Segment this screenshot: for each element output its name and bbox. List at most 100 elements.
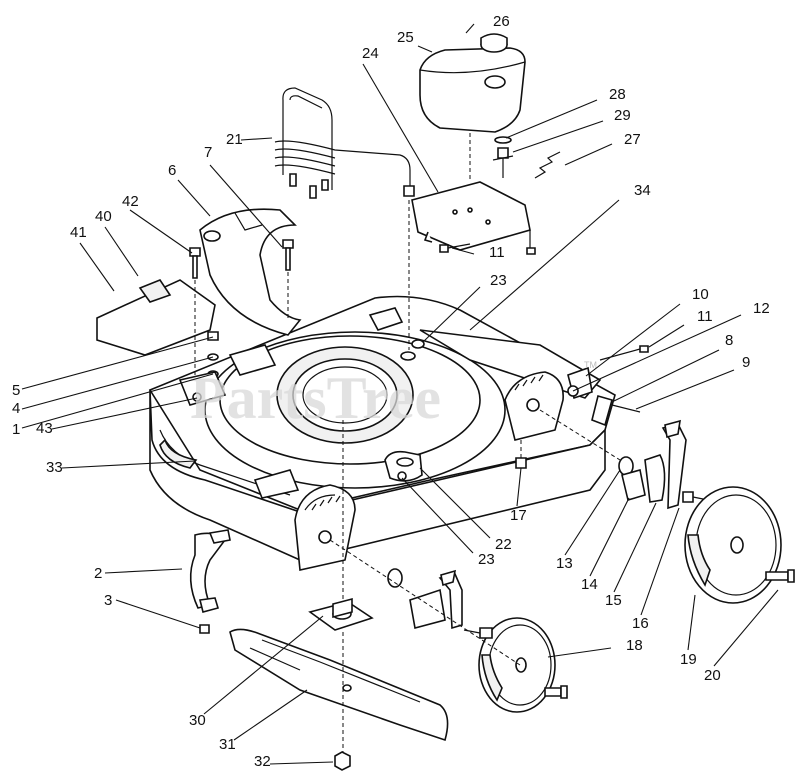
callout-label-14: 14 xyxy=(581,576,598,593)
leader-line-label-15 xyxy=(613,502,657,593)
callout-label-31: 31 xyxy=(219,736,236,753)
blade-31 xyxy=(229,628,449,752)
leader-line-label-2 xyxy=(104,568,183,574)
callout-label-18: 18 xyxy=(626,637,643,654)
callout-label-9: 9 xyxy=(742,354,750,371)
callout-label-2: 2 xyxy=(94,565,102,582)
callout-label-11: 11 xyxy=(489,244,505,261)
callout-label-27: 27 xyxy=(624,131,641,148)
leader-line-label-9 xyxy=(635,369,735,410)
leader-line-label-6 xyxy=(177,179,211,217)
callout-label-21: 21 xyxy=(226,131,243,148)
callout-label-26: 26 xyxy=(493,13,510,30)
bolt-11 xyxy=(439,243,471,253)
callout-label-30: 30 xyxy=(189,712,206,729)
leader-line-label-28 xyxy=(505,99,598,139)
leader-line-label-16 xyxy=(640,507,680,616)
leader-line-label-11b xyxy=(648,324,685,348)
leader-line-label-27 xyxy=(564,143,613,166)
mower-deck xyxy=(148,295,616,571)
callout-label-8: 8 xyxy=(725,332,733,349)
callout-label-19: 19 xyxy=(680,651,697,668)
callout-label-12: 12 xyxy=(753,300,770,317)
leader-line-label-5 xyxy=(21,336,214,390)
fuel-valve-28-29 xyxy=(492,136,514,178)
leader-line-label-7 xyxy=(209,164,283,248)
callout-label-10: 10 xyxy=(692,286,709,303)
leader-line-label-25 xyxy=(417,45,433,53)
leader-line-label-13 xyxy=(564,469,621,556)
spindle-part-22 xyxy=(384,450,423,482)
front-wheel-18 xyxy=(478,617,568,713)
callout-label-15: 15 xyxy=(605,592,622,609)
leader-line-label-24 xyxy=(362,63,439,193)
plate-41 xyxy=(96,279,216,356)
callout-label-42: 42 xyxy=(122,193,139,210)
callout-label-7: 7 xyxy=(204,144,212,161)
fuel-tank-25 xyxy=(419,33,526,133)
blade-adapter-30 xyxy=(308,420,374,631)
leader-line-label-10 xyxy=(585,303,681,377)
leader-line-label-26 xyxy=(465,23,475,34)
leader-line-label-19 xyxy=(687,594,696,651)
leader-line-label-29 xyxy=(512,120,604,153)
callout-label-17: 17 xyxy=(510,507,527,524)
tank-bracket-24 xyxy=(411,133,536,255)
clip-27 xyxy=(534,151,561,179)
callout-label-41: 41 xyxy=(70,224,87,241)
callout-label-32: 32 xyxy=(254,753,271,770)
watermark-tm: TM xyxy=(584,360,597,370)
callout-label-33: 33 xyxy=(46,459,63,476)
callout-label-28: 28 xyxy=(609,86,626,103)
leader-line-label-3 xyxy=(115,599,201,629)
callout-label-1: 1 xyxy=(12,421,20,438)
rear-wheel-bracket xyxy=(539,409,709,510)
callout-label-23b: 23 xyxy=(478,551,495,568)
leader-line-label-4 xyxy=(21,356,214,410)
bolt-7 xyxy=(282,239,294,320)
leader-line-label-1 xyxy=(21,373,214,429)
baffle-2 xyxy=(189,529,231,634)
callout-label-25: 25 xyxy=(397,29,414,46)
leader-line-label-17 xyxy=(516,467,522,507)
leader-line-label-42 xyxy=(129,209,193,254)
bolt-17 xyxy=(515,440,527,469)
leader-line-label-34 xyxy=(469,199,620,331)
watermark-text: PartsTree xyxy=(190,365,441,431)
nut-32 xyxy=(334,751,351,771)
leader-line-label-21 xyxy=(240,137,273,141)
leader-line-label-12 xyxy=(572,314,742,392)
leader-line-label-8 xyxy=(613,349,720,402)
leader-line-label-11 xyxy=(451,247,475,255)
watermark: PartsTree TM xyxy=(190,360,597,431)
leader-line-label-18 xyxy=(547,647,612,658)
handle-21 xyxy=(274,87,415,350)
callout-label-34: 34 xyxy=(634,182,651,199)
leader-line-label-31 xyxy=(233,689,308,741)
leader-line-label-22 xyxy=(419,467,491,539)
leader-line-label-20 xyxy=(713,589,779,667)
leader-line-label-33 xyxy=(61,460,196,469)
chute-6 xyxy=(199,208,302,336)
leader-line-label-40 xyxy=(104,226,139,277)
leader-line-label-43 xyxy=(51,397,198,430)
callout-label-5: 5 xyxy=(12,382,20,399)
callout-label-16: 16 xyxy=(632,615,649,632)
callout-label-23: 23 xyxy=(490,272,507,289)
rear-wheel-19 xyxy=(684,486,795,604)
callout-label-29: 29 xyxy=(614,107,631,124)
leader-line-label-32 xyxy=(269,761,334,765)
callout-label-43: 43 xyxy=(36,420,53,437)
leader-line-label-41 xyxy=(79,242,115,292)
callout-label-6: 6 xyxy=(168,162,176,179)
callout-label-3: 3 xyxy=(104,592,112,609)
front-wheel-bracket xyxy=(329,539,521,666)
callout-label-4: 4 xyxy=(12,400,20,417)
leader-line-label-23b xyxy=(401,477,474,554)
leader-line-label-14 xyxy=(589,497,630,577)
callout-label-22: 22 xyxy=(495,536,512,553)
callout-label-11b: 11 xyxy=(697,308,713,325)
callout-label-40: 40 xyxy=(95,208,112,225)
